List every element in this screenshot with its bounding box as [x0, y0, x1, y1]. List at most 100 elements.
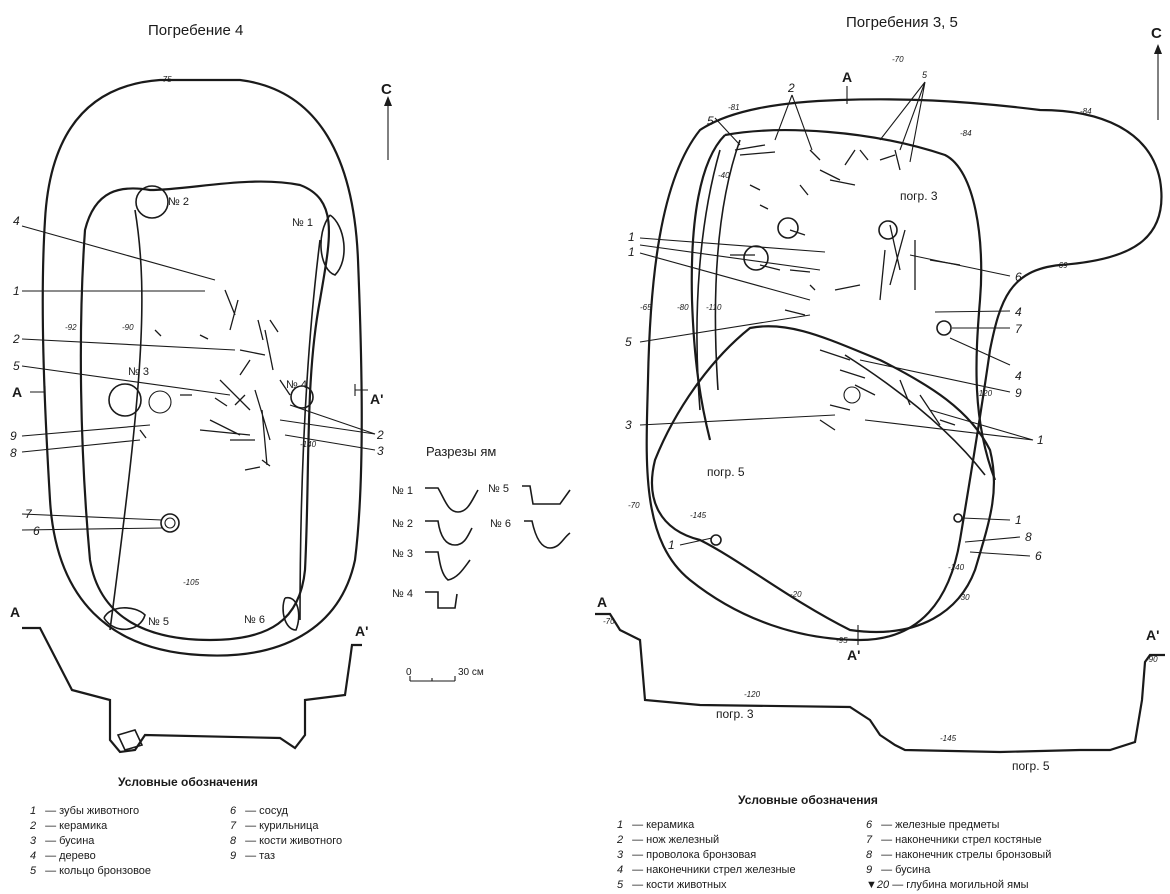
right-north-label: С [1151, 25, 1162, 42]
callout-number: 4 [13, 214, 20, 228]
callout-number: 8 [1025, 530, 1032, 544]
callout-number: 2 [376, 428, 384, 442]
pit-label: № 6 [244, 614, 265, 626]
left-inner-pit-outline [79, 180, 331, 642]
legend-item: 4 — наконечники стрел железные [617, 864, 796, 876]
callout-number: 5 [625, 335, 632, 349]
legend-item: 9 — бусина [866, 864, 931, 876]
callout-number: 8 [10, 446, 17, 460]
callout-number: 6 [1035, 549, 1042, 563]
section-profiles [425, 485, 571, 609]
legend-item: 2 — нож железный [617, 834, 720, 846]
left-section-a-prime-label: А' [370, 391, 383, 407]
depth-mark: -20 [790, 590, 802, 599]
left-north-label: С [381, 81, 392, 98]
callout-number: 1 [628, 230, 635, 244]
callout-number: 6 [1015, 270, 1022, 284]
left-profile-a-prime-label: А' [355, 623, 368, 639]
depth-mark: -120 [976, 389, 993, 398]
legend-item: 5 — кости животных [617, 879, 727, 891]
depth-mark: -70 [603, 617, 615, 626]
left-callout-lines [21, 225, 376, 531]
depth-mark: -90 [122, 323, 134, 332]
pit-label: № 1 [292, 217, 313, 229]
section-label: № 1 [392, 485, 413, 497]
right-divider-2 [714, 139, 741, 391]
burial-5-outline [650, 325, 996, 633]
right-legend-col1: 1 — керамика 2 — нож железный 3 — провол… [617, 818, 796, 893]
depth-mark: -105 [183, 578, 200, 587]
pit-label: № 3 [128, 366, 149, 378]
left-section-profile [22, 626, 362, 754]
right-legend-col2: 6 — железные предметы 7 — наконечники ст… [866, 818, 1051, 893]
callout-number: 7 [25, 507, 33, 521]
depth-mark: -75 [160, 75, 172, 84]
callout-number: 3 [377, 444, 384, 458]
callout-number: 9 [1015, 386, 1022, 400]
pit-1 [320, 214, 345, 276]
right-plan-title: Погребения 3, 5 [846, 14, 958, 31]
section-label: № 3 [392, 548, 413, 560]
left-plan-title: Погребение 4 [148, 22, 244, 39]
callout-number: 1 [1015, 513, 1022, 527]
depth-mark: -70 [628, 501, 640, 510]
legend-item: 6 — железные предметы [866, 819, 1000, 831]
right-divider-1 [696, 149, 721, 411]
left-inner-divider-2 [299, 239, 321, 621]
left-legend-col1: 1 — зубы животного 2 — керамика 3 — буси… [30, 804, 151, 879]
legend-item: 2 — керамика [30, 820, 108, 832]
scale-bar [409, 676, 456, 682]
right-artifact-skull [878, 220, 898, 240]
left-legend-title: Условные обозначения [118, 775, 258, 789]
left-section-pit-fill [116, 729, 144, 751]
depth-mark: -65 [640, 303, 652, 312]
legend-item: 3 — проволока бронзовая [617, 849, 757, 861]
depth-mark: -120 [744, 690, 761, 699]
right-legend-title: Условные обозначения [738, 793, 878, 807]
pit-3 [108, 383, 142, 417]
left-north-arrowhead [384, 96, 392, 106]
depth-mark: -90 [1146, 655, 1158, 664]
callout-number: 1 [668, 538, 675, 552]
right-pelvis [843, 386, 861, 404]
left-legend-col2: 6 — сосуд 7 — курильница 8 — кости живот… [230, 804, 342, 864]
callout-number: 5 [707, 114, 714, 128]
left-inner-divider [109, 209, 143, 631]
callout-number: 2 [787, 81, 795, 95]
pit-label: № 4 [286, 379, 307, 391]
pit-sections: Разрезы ям № 1 № 2 № 3 № 4 № 5 № 6 0 30 … [392, 444, 571, 682]
pit-label: № 2 [168, 196, 189, 208]
callout-number: 3 [625, 418, 632, 432]
section-label: № 4 [392, 588, 413, 600]
right-callout-numbers: 5 2 5 1 1 5 3 1 6 4 7 4 9 1 1 8 6 [625, 70, 1044, 563]
legend-item: 8 — наконечник стрелы бронзовый [866, 849, 1052, 861]
pit-2 [135, 185, 169, 219]
left-burial-plan: -75 -92 -90 -140 -105 № 2 № 1 № 3 № 4 № … [10, 75, 392, 754]
depth-mark: -140 [300, 440, 317, 449]
callout-number: 4 [1015, 305, 1022, 319]
section-label: № 2 [392, 518, 413, 530]
depth-mark: -140 [948, 563, 965, 572]
left-profile-a-label: А [10, 604, 20, 620]
callout-number: 1 [13, 284, 20, 298]
left-pit-labels: № 2 № 1 № 3 № 4 № 5 № 6 [128, 196, 313, 628]
right-north-arrowhead [1154, 44, 1162, 54]
right-burial-plan: -70 -81 -84 -84 -40 -69 -65 -80 -110 -12… [595, 25, 1165, 773]
vessel-6-7-inner [164, 517, 176, 529]
profile-burial-5-label: погр. 5 [1012, 759, 1050, 773]
burial-3-label: погр. 3 [900, 189, 938, 203]
depth-mark: -95 [836, 636, 848, 645]
left-outer-pit-outline [41, 78, 363, 657]
pelvis-outline [148, 390, 172, 414]
depth-mark: -40 [718, 171, 730, 180]
depth-mark: -84 [1080, 107, 1092, 116]
legend-item: 6 — сосуд [230, 805, 288, 817]
scale-end-label: 30 см [458, 667, 484, 678]
callout-number: 7 [1015, 322, 1023, 336]
pit-5 [103, 607, 146, 631]
callout-number: 6 [33, 524, 40, 538]
right-section-a-prime-label: А' [847, 647, 860, 663]
scale-start-label: 0 [406, 667, 412, 678]
left-section-a-label: А [12, 384, 22, 400]
